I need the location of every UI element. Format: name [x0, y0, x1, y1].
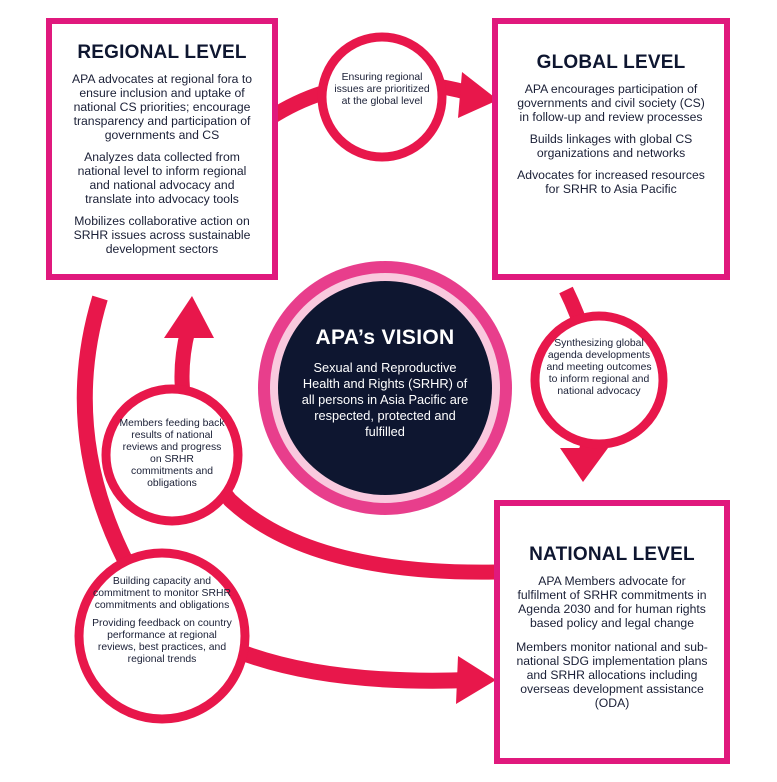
flow-label-capacity-2: Providing feedback on country performanc… [92, 618, 232, 665]
arrowhead-regional-to-global [458, 72, 498, 118]
vision-core [278, 281, 492, 495]
regional-level-title: REGIONAL LEVEL [77, 42, 247, 63]
vision-title: APA’s VISION [315, 326, 455, 349]
vision-content: APA’s VISION Sexual and Reproductive Hea… [300, 308, 470, 440]
flow-label-national-to-regional: Members feeding back results of national… [119, 418, 225, 489]
global-item-2: Builds linkages with global CS organizat… [529, 132, 693, 160]
flow-text-national-to-regional: Members feeding back results of national… [119, 418, 225, 496]
global-item-1: APA encourages participation of governme… [517, 82, 705, 124]
arrowhead-outer-to-national [456, 656, 496, 704]
arrowhead-global-to-national [560, 448, 608, 482]
vision-text: Sexual and Reproductive Health and Right… [301, 360, 469, 439]
regional-item-1: APA advocates at regional fora to ensure… [72, 72, 252, 142]
regional-item-2: Analyzes data collected from national le… [77, 150, 247, 206]
national-level-box: NATIONAL LEVEL APA Members advocate for … [494, 500, 730, 764]
arrowhead-inner-to-regional [164, 296, 214, 338]
flow-circle-national-to-regional [101, 384, 243, 526]
flow-label-capacity-1: Building capacity and commitment to moni… [93, 576, 231, 611]
global-level-title: GLOBAL LEVEL [536, 52, 686, 73]
flow-text-capacity: Building capacity and commitment to moni… [92, 576, 232, 672]
global-level-box: GLOBAL LEVEL APA encourages participatio… [492, 18, 730, 280]
flow-text-global-to-national: Synthesizing global agenda developments … [546, 338, 652, 404]
national-level-title: NATIONAL LEVEL [529, 544, 695, 565]
flow-circle-regional-to-global [317, 32, 447, 162]
regional-item-3: Mobilizes collaborative action on SRHR i… [73, 214, 251, 256]
flow-text-regional-to-global: Ensuring regional issues are prioritized… [330, 72, 434, 114]
flow-circle-capacity [74, 548, 250, 724]
flow-label-regional-to-global: Ensuring regional issues are prioritized… [334, 72, 430, 107]
national-item-2: Members monitor national and sub-nationa… [516, 640, 708, 710]
national-item-1: APA Members advocate for fulfilment of S… [517, 574, 707, 630]
global-item-3: Advocates for increased resources for SR… [517, 168, 705, 196]
regional-level-box: REGIONAL LEVEL APA advocates at regional… [46, 18, 278, 280]
flow-circle-global-to-national [530, 311, 668, 449]
flow-label-global-to-national: Synthesizing global agenda developments … [546, 338, 652, 397]
